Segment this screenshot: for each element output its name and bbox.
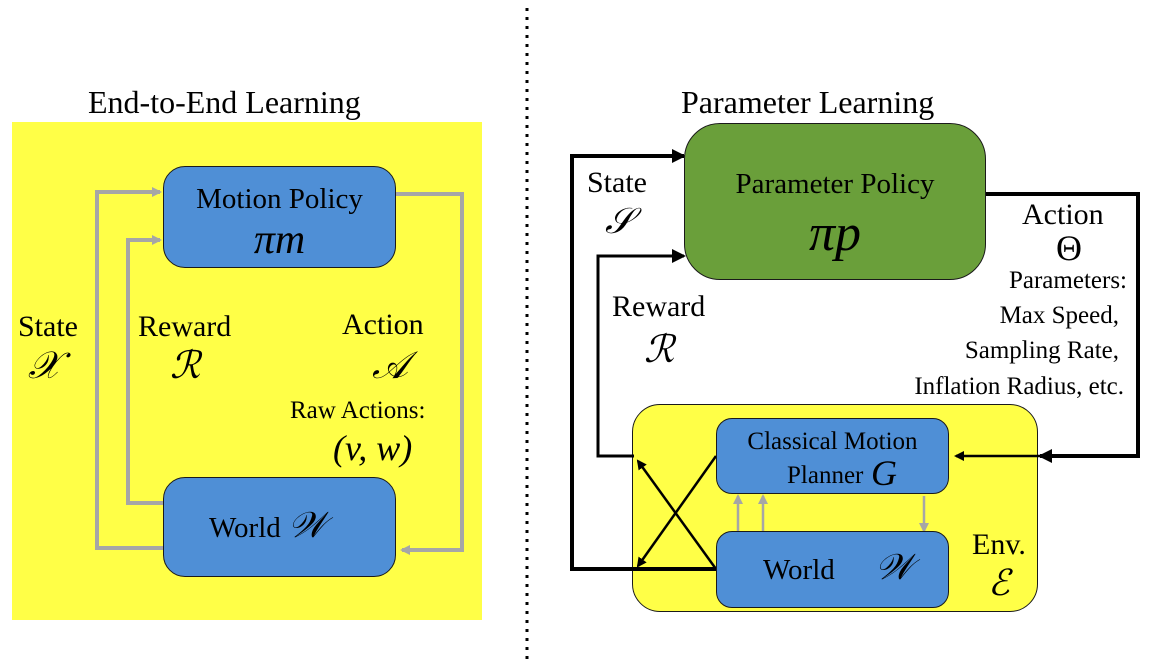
parameter-line-1: Max Speed, — [999, 302, 1119, 329]
raw-actions-label: Raw Actions: — [290, 397, 426, 424]
right-world-label: World — [763, 554, 835, 586]
left-title: End-to-End Learning — [88, 84, 361, 120]
right-state-symbol: 𝒮 — [605, 201, 633, 242]
parameters-title: Parameters: — [1008, 267, 1127, 294]
right-world-box: World 𝒲 — [716, 531, 949, 608]
left-reward-symbol: ℛ — [170, 343, 201, 387]
parameter-line-3: Inflation Radius, etc. — [914, 373, 1124, 400]
parameter-line-2: Sampling Rate, — [964, 337, 1119, 364]
planner-line1: Classical Motion — [747, 428, 918, 455]
left-world-label: World — [209, 512, 281, 544]
right-reward-label: Reward — [612, 290, 706, 323]
raw-actions-value: (v, w) — [333, 428, 413, 468]
left-action-label: Action — [342, 308, 424, 341]
motion-policy-label: Motion Policy — [196, 183, 363, 215]
right-world-symbol: 𝒲 — [875, 547, 913, 588]
right-action-label: Action — [1022, 198, 1104, 231]
motion-policy-symbol: πm — [253, 217, 306, 263]
motion-policy-box: Motion Policy πm — [163, 166, 396, 268]
env-label: Env. — [972, 528, 1026, 561]
planner-symbol: G — [871, 453, 897, 493]
right-state-label: State — [587, 166, 647, 199]
classical-planner-box: Classical Motion Planner G — [716, 418, 949, 494]
left-state-symbol: 𝒳 — [28, 343, 61, 387]
parameter-policy-box: Parameter Policy πp — [684, 123, 986, 280]
left-action-symbol: 𝒜 — [372, 343, 408, 387]
right-reward-symbol: ℛ — [644, 327, 675, 371]
parameter-policy-symbol: πp — [808, 205, 862, 262]
right-action-symbol: Θ — [1056, 228, 1082, 268]
right-title: Parameter Learning — [681, 84, 935, 120]
left-state-label: State — [18, 310, 78, 343]
planner-line2: Planner — [787, 462, 864, 489]
env-symbol: ℰ — [988, 563, 1010, 604]
parameter-policy-label: Parameter Policy — [735, 168, 935, 200]
left-reward-label: Reward — [138, 310, 232, 343]
left-world-box: World 𝒲 — [163, 477, 396, 577]
left-world-symbol: 𝒲 — [288, 505, 326, 546]
